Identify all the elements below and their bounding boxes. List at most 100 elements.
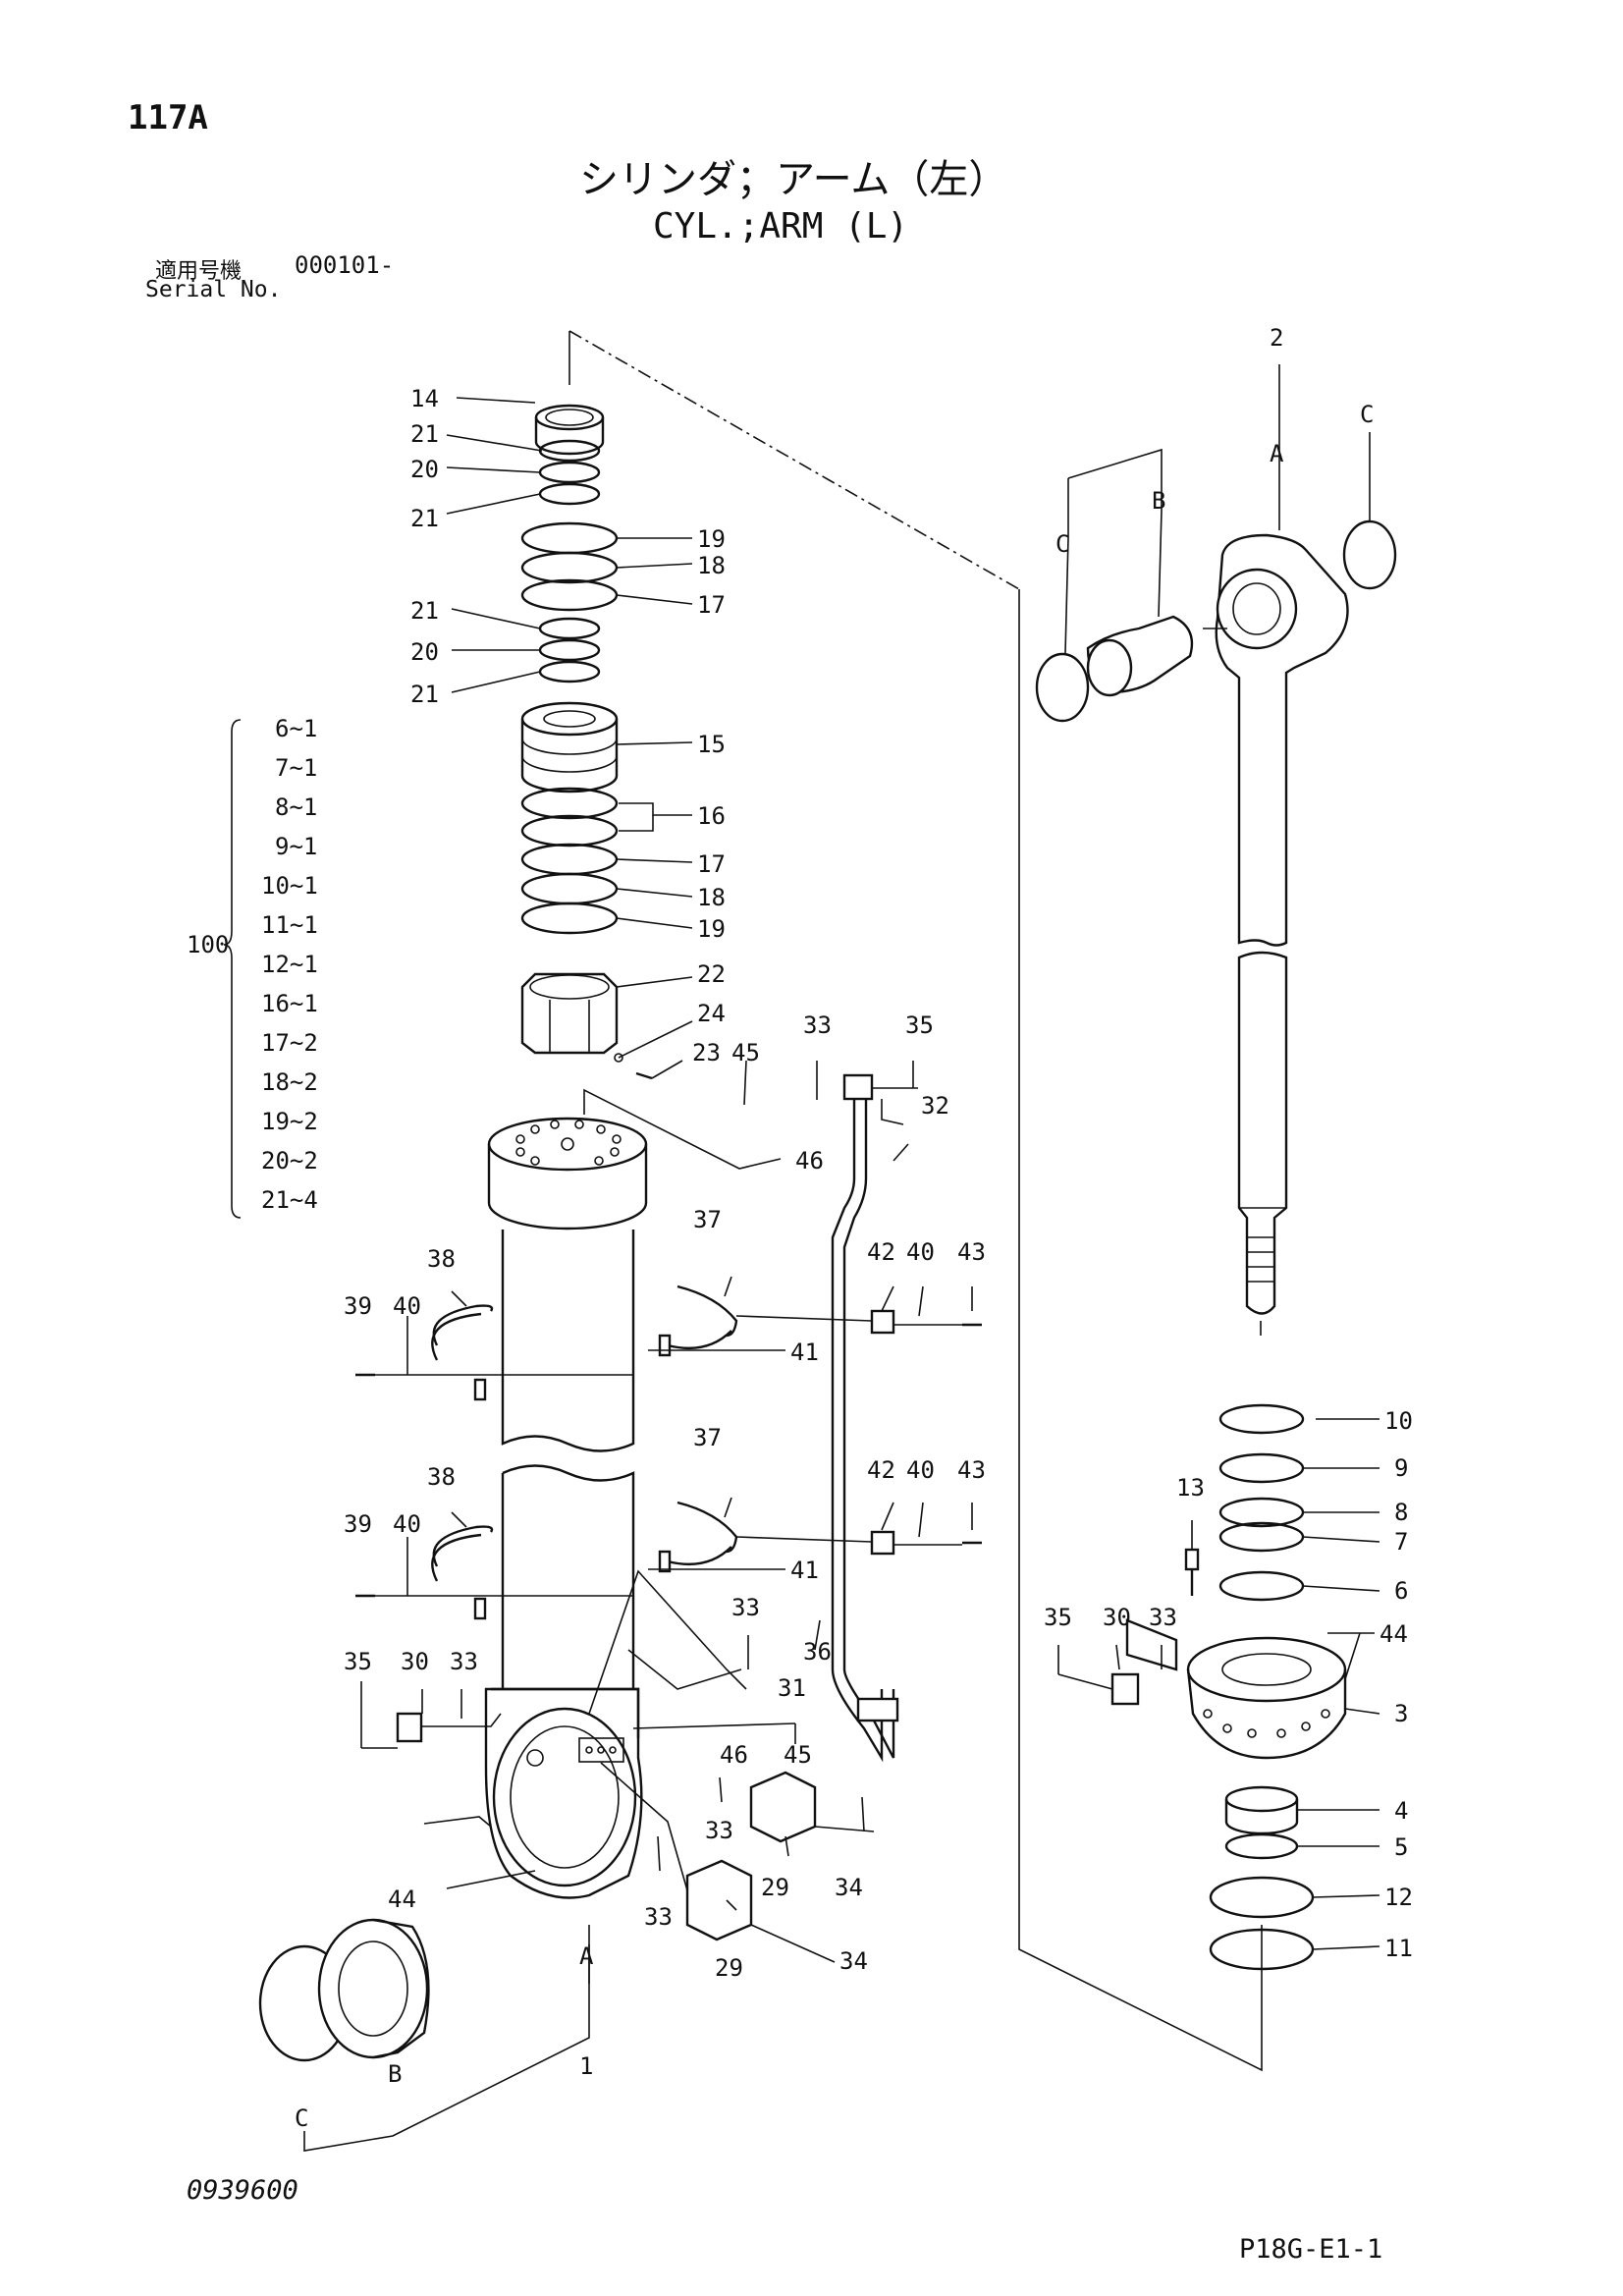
callout-label: 32 xyxy=(921,1092,949,1120)
callout-label: 19 xyxy=(697,525,726,553)
callout-label: B xyxy=(388,2060,402,2088)
callout-label: 44 xyxy=(1380,1620,1408,1648)
callout-label: 3 xyxy=(1394,1700,1408,1727)
callout-label: 46 xyxy=(720,1741,748,1769)
callout-label: 43 xyxy=(957,1238,986,1266)
callout-label: 9 xyxy=(1394,1454,1408,1482)
callout-label: 20 xyxy=(410,638,439,666)
callout-label: 33 xyxy=(731,1594,760,1621)
kit-item: 18~2 xyxy=(261,1068,318,1096)
callout-label: 5 xyxy=(1394,1833,1408,1861)
callout-label: 1 xyxy=(579,2052,593,2080)
callout-label: A xyxy=(1270,440,1284,467)
kit-item: 11~1 xyxy=(261,911,318,939)
callout-label: 21 xyxy=(410,420,439,448)
callout-label: 8 xyxy=(1394,1499,1408,1526)
band-clamps xyxy=(355,1285,982,1620)
callout-label: 35 xyxy=(905,1011,934,1039)
callout-label: 19 xyxy=(697,915,726,943)
callout-label: 29 xyxy=(715,1954,743,1982)
callout-label: C xyxy=(295,2105,308,2132)
callout-label: 6 xyxy=(1394,1577,1408,1605)
callout-label: 39 xyxy=(344,1510,372,1538)
kit-item: 10~1 xyxy=(261,872,318,900)
callout-label: 17 xyxy=(697,850,726,878)
callout-label: 15 xyxy=(697,731,726,758)
callout-label: 13 xyxy=(1176,1474,1205,1502)
callout-label: 35 xyxy=(344,1648,372,1675)
page-number: 117A xyxy=(128,98,208,137)
callout-label: 41 xyxy=(790,1339,819,1366)
callout-label: 17 xyxy=(697,591,726,619)
kit-item: 21~4 xyxy=(261,1186,318,1214)
callout-label: 11 xyxy=(1384,1935,1413,1962)
callout-label: 40 xyxy=(906,1238,935,1266)
callout-label: 33 xyxy=(1149,1604,1177,1631)
title-japanese: シリンダ；アーム（左） xyxy=(579,157,1008,202)
callout-label: 21 xyxy=(410,681,439,708)
callout-label: 35 xyxy=(1044,1604,1072,1631)
page-reference: P18G-E1-1 xyxy=(1239,2234,1383,2265)
callout-label: 45 xyxy=(784,1741,812,1769)
callout-label: 40 xyxy=(393,1292,421,1320)
callout-label: 30 xyxy=(401,1648,429,1675)
pipe-assembly xyxy=(396,1073,1178,1941)
seal-stack xyxy=(520,404,653,1080)
callout-label: 45 xyxy=(731,1039,760,1066)
kit-item: 9~1 xyxy=(275,833,317,860)
callout-label: A xyxy=(579,1942,594,1970)
callout-label: 38 xyxy=(427,1245,456,1273)
callout-label: 44 xyxy=(388,1886,416,1913)
kit-number: 100 xyxy=(187,931,229,958)
kit-item: 8~1 xyxy=(275,793,317,821)
callout-label: 7 xyxy=(1394,1528,1408,1556)
callout-label: 39 xyxy=(344,1292,372,1320)
callout-label: 10 xyxy=(1384,1407,1413,1435)
callout-label: C xyxy=(1360,401,1374,428)
kit-item: 12~1 xyxy=(261,951,318,978)
callout-label: 33 xyxy=(803,1011,832,1039)
end-bushing xyxy=(258,1918,590,2152)
callout-label: 29 xyxy=(761,1874,789,1901)
kit-item: 16~1 xyxy=(261,990,318,1017)
callout-label: 20 xyxy=(410,456,439,483)
kit-item: 17~2 xyxy=(261,1029,318,1057)
callout-label: B xyxy=(1152,487,1165,515)
callout-label: C xyxy=(1055,530,1069,558)
callout-label: 21 xyxy=(410,505,439,532)
callout-label: 41 xyxy=(790,1557,819,1584)
callout-label: 18 xyxy=(697,552,726,579)
callout-label: 33 xyxy=(644,1903,673,1931)
kit-item: 7~1 xyxy=(275,754,317,782)
callout-label: 37 xyxy=(693,1206,722,1233)
callout-label: 36 xyxy=(803,1638,832,1666)
cylinder-tube xyxy=(484,1117,648,1899)
callouts: 14 21 20 21 19 18 17 21 20 21 15 16 17 1… xyxy=(295,324,1413,2132)
callout-label: 40 xyxy=(906,1456,935,1484)
kit-item: 19~2 xyxy=(261,1108,318,1135)
callout-label: 14 xyxy=(410,385,439,412)
callout-label: 40 xyxy=(393,1510,421,1538)
kit-item: 6~1 xyxy=(275,715,317,742)
serial-label-japanese: 適用号機 xyxy=(155,259,243,284)
callout-label: 23 xyxy=(692,1039,721,1066)
kit-item: 20~2 xyxy=(261,1147,318,1175)
leader-lines xyxy=(360,364,1380,1984)
kit-items: 100 6~1 7~1 8~1 9~1 10~1 11~1 12~1 16~1 … xyxy=(187,715,318,1214)
callout-label: 42 xyxy=(867,1456,895,1484)
piston-rod xyxy=(1035,519,1397,1971)
callout-label: 24 xyxy=(697,1000,726,1027)
callout-label: 2 xyxy=(1270,324,1283,352)
callout-label: 16 xyxy=(697,802,726,830)
callout-label: 22 xyxy=(697,960,726,988)
title-english: CYL.;ARM (L) xyxy=(653,206,909,246)
callout-label: 46 xyxy=(795,1147,824,1175)
callout-label: 31 xyxy=(778,1674,806,1702)
callout-label: 12 xyxy=(1384,1884,1413,1911)
callout-label: 4 xyxy=(1394,1797,1408,1825)
document-number: 0939600 xyxy=(187,2175,298,2206)
diagram-frame xyxy=(568,330,1263,2072)
callout-label: 30 xyxy=(1103,1604,1131,1631)
callout-label: 34 xyxy=(835,1874,863,1901)
